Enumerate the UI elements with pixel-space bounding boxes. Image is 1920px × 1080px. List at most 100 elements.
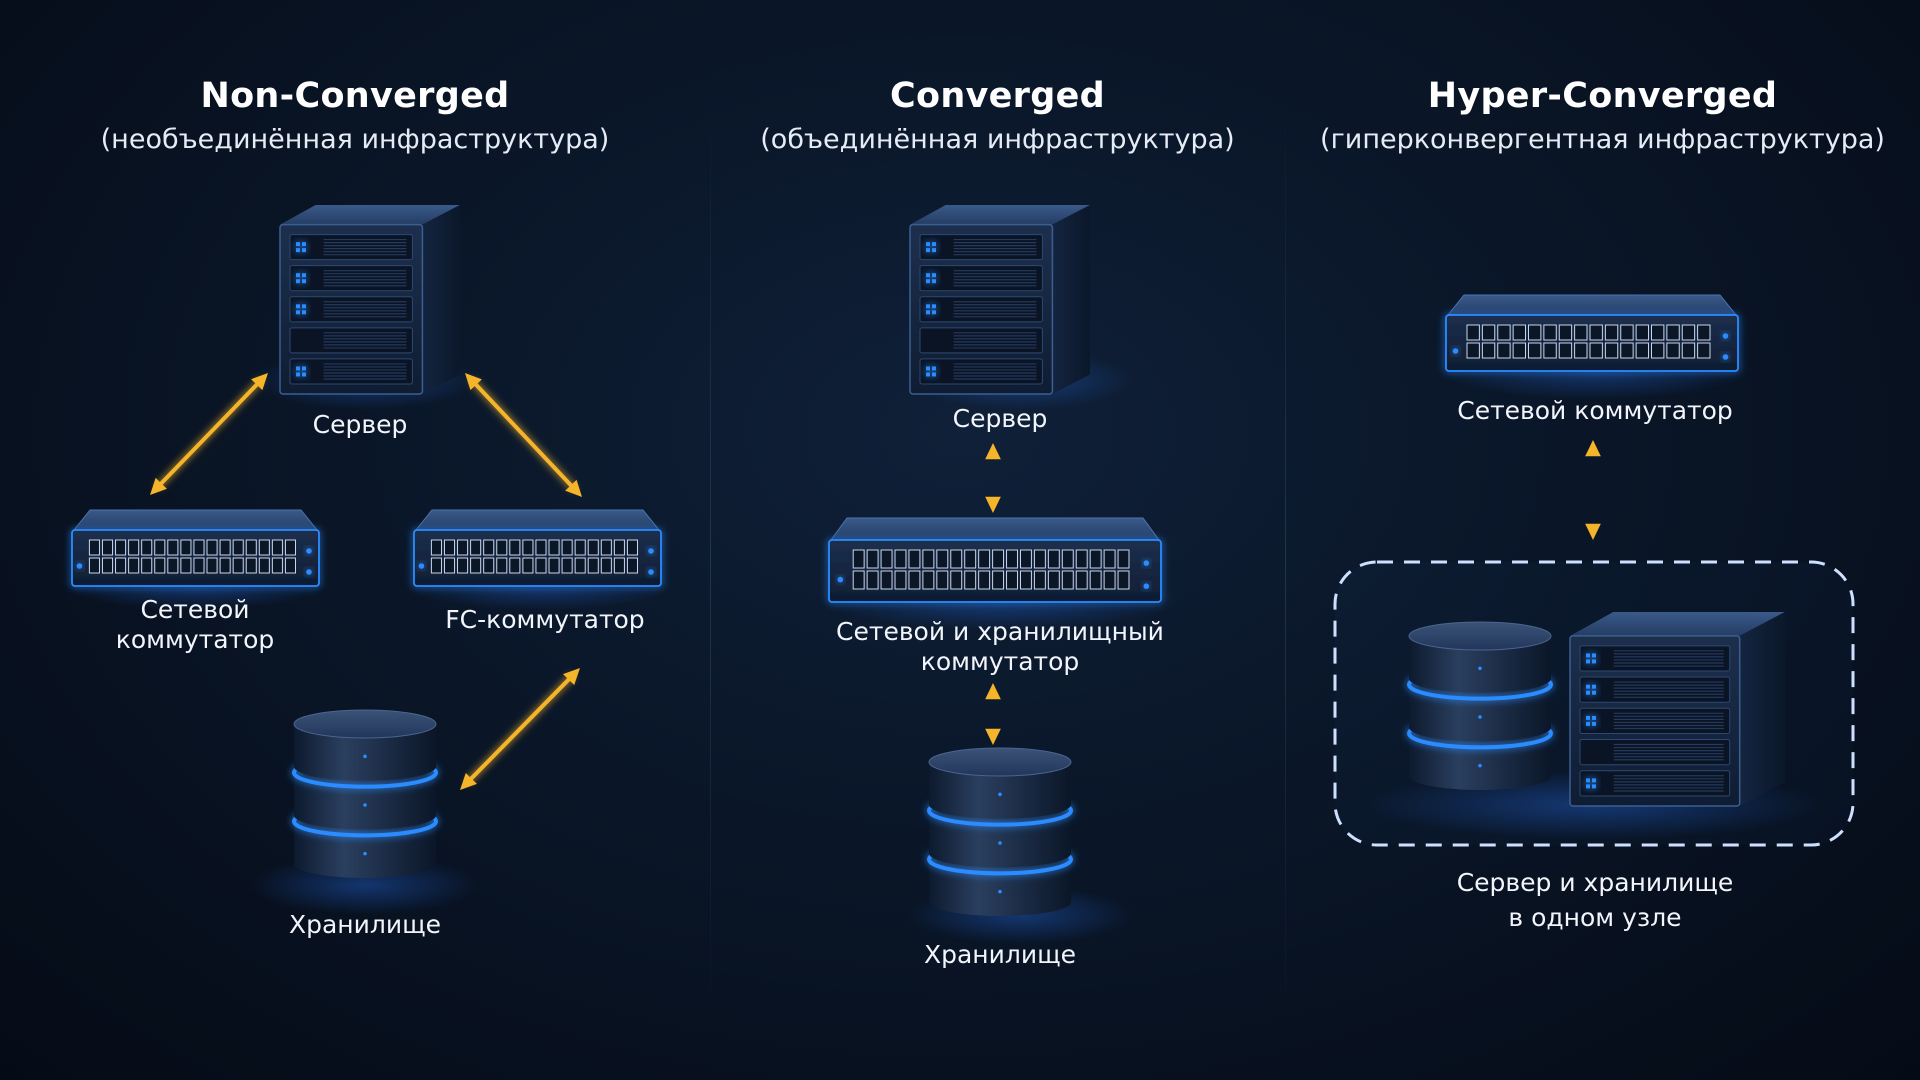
led-icon [1722, 354, 1729, 360]
drive-bay [919, 327, 1043, 354]
port [457, 539, 469, 556]
port [613, 539, 625, 556]
led-icon [926, 304, 936, 315]
port [1589, 324, 1603, 341]
port [1061, 570, 1074, 590]
port [101, 539, 114, 556]
port [206, 557, 218, 574]
port [894, 570, 907, 590]
panel-non-converged: Non-Converged (необъединённая инфраструк… [0, 0, 710, 1080]
storage-top [293, 709, 437, 739]
panel-converged: Converged (объединённая инфраструктура) … [710, 0, 1285, 1080]
port [115, 557, 127, 574]
drive-bay [919, 358, 1043, 385]
port [1019, 549, 1032, 569]
port [587, 539, 599, 556]
arrows-non-converged [150, 373, 582, 790]
port [1033, 570, 1046, 590]
storage-disk [929, 762, 1071, 819]
arrowhead [985, 496, 1001, 513]
arrowhead [565, 479, 582, 497]
arrow-switch-node [1585, 440, 1601, 540]
port [535, 539, 547, 556]
port [206, 539, 218, 556]
server-icon [1569, 612, 1785, 812]
drive-bay [919, 265, 1043, 292]
port [1075, 549, 1088, 569]
port [1589, 342, 1603, 359]
led-icon [76, 563, 83, 569]
port [128, 539, 140, 556]
port [193, 557, 205, 574]
port [443, 557, 456, 574]
arrowhead [1585, 523, 1601, 540]
drive-bay [1579, 739, 1731, 766]
led-icon [926, 273, 936, 284]
arrows-converged [985, 443, 1001, 745]
led-icon [1143, 560, 1150, 566]
port [1558, 342, 1573, 359]
port [626, 539, 638, 556]
port [219, 539, 231, 556]
arrowhead [985, 443, 1001, 460]
led-icon [363, 851, 367, 856]
led-icon [837, 576, 844, 583]
port [1604, 342, 1619, 359]
port [1117, 549, 1130, 569]
arrowhead [465, 373, 482, 391]
port [964, 570, 977, 590]
port [1681, 342, 1696, 359]
led-icon [296, 304, 306, 315]
port [219, 557, 231, 574]
led-icon [296, 273, 306, 284]
port [271, 539, 283, 556]
led-icon [998, 792, 1002, 797]
led-icon [1722, 333, 1729, 339]
port [1497, 342, 1511, 359]
led-icon [926, 242, 936, 253]
port [1006, 549, 1018, 569]
storage-icon [290, 709, 440, 890]
port [141, 557, 153, 574]
port [1481, 324, 1496, 341]
led-icon [998, 889, 1002, 894]
port [284, 557, 296, 574]
port [561, 557, 573, 574]
port [271, 557, 283, 574]
port [101, 557, 114, 574]
storage-disk [294, 724, 436, 781]
fc-switch-label: FC-коммутатор [445, 605, 645, 634]
port [1019, 570, 1032, 590]
port [950, 570, 963, 590]
port [154, 557, 166, 574]
port [1681, 324, 1696, 341]
port [483, 557, 495, 574]
port [128, 557, 140, 574]
port [574, 539, 586, 556]
port [88, 539, 100, 556]
led-icon [306, 569, 312, 575]
led-icon [296, 366, 306, 377]
port [496, 539, 508, 556]
port [1651, 324, 1665, 341]
panel-title: Converged [889, 76, 1105, 116]
port [1466, 342, 1480, 359]
led-icon [1452, 348, 1459, 354]
port [1543, 324, 1557, 341]
arrow-fc-storage [460, 668, 580, 790]
port [922, 570, 935, 590]
port [193, 539, 205, 556]
panel-subtitle: (объединённая инфраструктура) [760, 124, 1235, 155]
led-icon [998, 841, 1002, 845]
led-icon [306, 548, 312, 554]
port [1466, 324, 1480, 341]
port [548, 539, 560, 556]
port [978, 549, 991, 569]
arrowhead [460, 772, 477, 790]
port [245, 539, 257, 556]
led-icon [1478, 666, 1482, 671]
panel-title: Non-Converged [200, 76, 510, 116]
network-switch-icon [68, 509, 323, 590]
port [1047, 549, 1060, 569]
port [1635, 342, 1649, 359]
